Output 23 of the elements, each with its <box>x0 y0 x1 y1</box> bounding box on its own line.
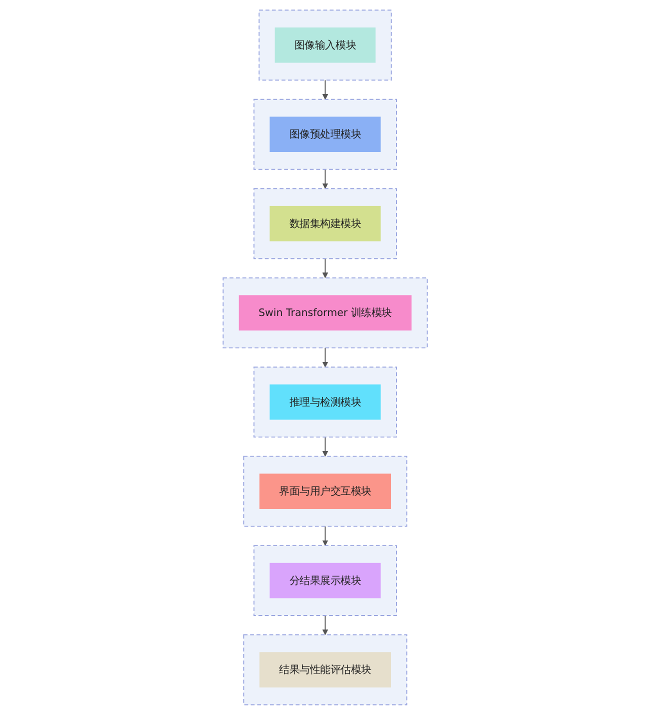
cluster <box>242 634 408 706</box>
node-box: Swin Transformer 训练模块 <box>238 295 412 331</box>
node-box: 图像输入模块 <box>274 28 376 63</box>
cluster <box>258 10 392 81</box>
cluster <box>253 98 397 170</box>
node-box: 结果与性能评估模块 <box>259 652 391 688</box>
node-box: 分结果展示模块 <box>269 562 381 598</box>
cluster <box>253 545 397 616</box>
arrow <box>322 615 328 636</box>
cluster <box>222 277 428 348</box>
node-box: 界面与用户交互模块 <box>259 474 391 509</box>
cluster <box>253 188 397 260</box>
node-box: 推理与检测模块 <box>269 384 381 420</box>
cluster <box>242 456 408 527</box>
arrow <box>322 80 328 100</box>
arrow <box>322 526 328 546</box>
cluster <box>253 366 397 438</box>
arrow <box>322 436 328 457</box>
node-box: 数据集构建模块 <box>269 206 381 242</box>
arrow <box>322 258 328 278</box>
arrow <box>322 168 328 189</box>
arrow <box>322 347 328 368</box>
node-box: 图像预处理模块 <box>269 116 381 152</box>
